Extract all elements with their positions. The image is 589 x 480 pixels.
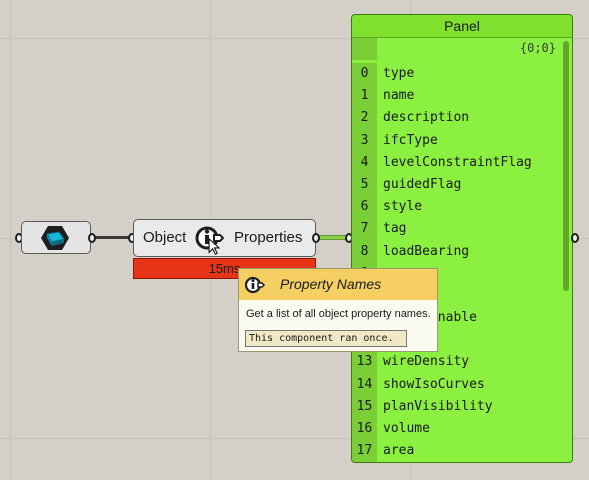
property-names-component[interactable]: Object Properties (133, 219, 316, 257)
panel-row-value: wireDensity (383, 354, 470, 370)
properties-output-label[interactable]: Properties (234, 229, 303, 246)
panel-row-value: tag (383, 221, 407, 237)
panel-row: 4 levelConstraintFlag (352, 151, 572, 174)
panel-row-index: 6 (352, 196, 377, 219)
tooltip-header: Property Names (239, 269, 437, 300)
panel-row: 14 showIsoCurves (352, 373, 572, 396)
panel-row-value: ifcType (383, 132, 438, 148)
panel-rows: 0 type 1 name 2 description 3 ifcType 4 level… (352, 63, 572, 462)
panel-row: 16 volume (352, 418, 572, 441)
mouse-cursor-icon (208, 238, 221, 255)
panel-scrollbar[interactable] (563, 41, 569, 291)
source-output-grip[interactable] (88, 233, 96, 243)
panel-row: 6 style (352, 196, 572, 219)
panel-row-value: loadBearing (383, 243, 470, 259)
panel-row-value: style (383, 199, 423, 215)
panel-row-index: 14 (352, 373, 377, 396)
tooltip-description: Get a list of all object property names. (246, 308, 431, 320)
panel-row: 13 wireDensity (352, 351, 572, 374)
panel-row-value: showIsoCurves (383, 376, 485, 392)
tooltip-status: This component ran once. (245, 330, 407, 347)
object-source-icon (41, 226, 69, 250)
properties-output-grip[interactable] (312, 233, 320, 243)
panel-row: 2 description (352, 107, 572, 130)
panel-row: 5 guidedFlag (352, 173, 572, 197)
panel-row: 3 ifcType (352, 129, 572, 152)
panel-row-index: 4 (352, 151, 377, 174)
info-icon (244, 276, 266, 294)
panel-row-index: 15 (352, 395, 377, 418)
panel-row-value: levelConstraintFlag (383, 154, 532, 170)
panel-row-value: description (383, 110, 470, 126)
panel-row: 7 tag (352, 218, 572, 241)
panel-output-grip[interactable] (571, 233, 579, 243)
panel-row-index: 5 (352, 173, 377, 197)
panel-row-index: 17 (352, 440, 377, 462)
panel-title[interactable]: Panel (352, 15, 572, 38)
panel-row-index: 0 (352, 63, 377, 86)
panel-row-value: guidedFlag (383, 176, 462, 192)
panel[interactable]: Panel {0;0} 0 type 1 name 2 description 3 if… (351, 14, 573, 463)
panel-row-index: 13 (352, 351, 377, 374)
panel-row-value: type (383, 66, 415, 81)
panel-row-index: 1 (352, 85, 377, 108)
tooltip-title: Property Names (280, 276, 382, 292)
panel-row-value: name (383, 88, 415, 104)
wire-properties-to-panel (318, 235, 348, 240)
panel-row-value: area (383, 443, 415, 459)
panel-row: 1 name (352, 85, 572, 108)
wire-source-to-object (94, 236, 136, 239)
object-source-component[interactable] (21, 221, 91, 254)
panel-row: 8 loadBearing (352, 240, 572, 263)
runtime-label: 15ms (208, 261, 241, 276)
panel-index-column (352, 38, 377, 60)
panel-row-index: 16 (352, 418, 377, 441)
panel-path-row: {0;0} (352, 38, 572, 60)
panel-row-index: 2 (352, 107, 377, 130)
panel-row-value: volume (383, 421, 430, 436)
panel-row: 17 area (352, 440, 572, 462)
object-input-label[interactable]: Object (143, 229, 187, 246)
panel-branch-path: {0;0} (519, 41, 556, 55)
panel-row: 0 type (352, 63, 572, 86)
tooltip: Property Names Get a list of all object … (238, 268, 438, 352)
panel-row: 15 planVisibility (352, 395, 572, 418)
panel-row-index: 7 (352, 218, 377, 241)
panel-row-value: planVisibility (383, 398, 493, 414)
panel-row-index: 3 (352, 129, 377, 152)
panel-row-index: 8 (352, 240, 377, 263)
